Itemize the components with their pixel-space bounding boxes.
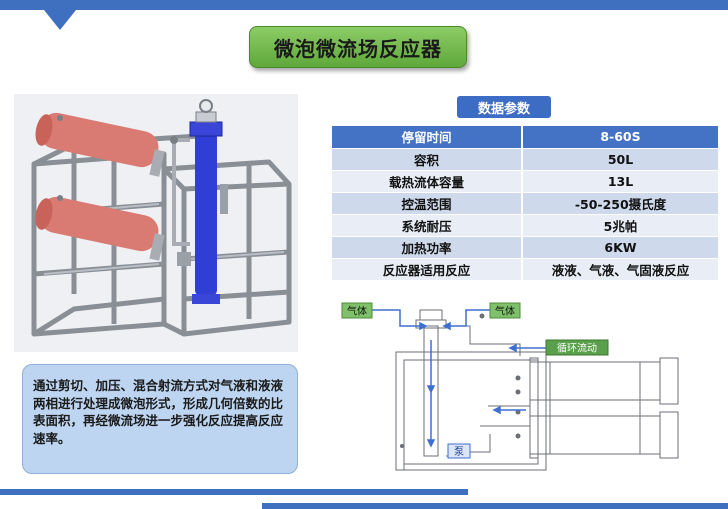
spec-value: 8-60S [521,126,718,148]
spec-table: 停留时间 8-60S 容积 50L 载热流体容量 13L 控温范围 -50-25… [332,126,718,280]
table-row: 载热流体容量 13L [332,169,718,192]
table-row: 加热功率 6KW [332,235,718,258]
spec-value: 13L [521,169,718,192]
spec-key: 载热流体容量 [332,169,522,192]
spec-key: 系统耐压 [332,213,522,236]
spec-key: 反应器适用反应 [332,257,522,280]
spec-value: -50-250摄氏度 [521,191,718,214]
description-text: 通过剪切、加压、混合射流方式对气液和液液两相进行处理成微泡形式，形成几何倍数的比… [33,378,284,446]
pump-label: 泵 [454,446,464,458]
description-box: 通过剪切、加压、混合射流方式对气液和液液两相进行处理成微泡形式，形成几何倍数的比… [22,364,298,474]
data-params-header: 数据参数 [457,96,551,118]
top-accent-triangle [44,10,76,30]
reactor-equipment-image [14,94,298,352]
spec-value: 50L [521,147,718,170]
spec-value: 5兆帕 [521,213,718,236]
process-schematic: 气体 气体 循环流动 泵 [340,296,716,474]
table-row: 容积 50L [332,147,718,170]
gas-right-label: 气体 [495,305,515,318]
spec-key: 加热功率 [332,235,522,258]
table-row: 停留时间 8-60S [332,126,718,148]
spec-key: 容积 [332,147,522,170]
circulation-label: 循环流动 [557,342,597,355]
spec-key: 停留时间 [332,126,522,148]
table-row: 控温范围 -50-250摄氏度 [332,191,718,214]
page-title-box: 微泡微流场反应器 [249,26,467,68]
gas-left-label: 气体 [347,305,367,318]
spec-value: 液液、气液、气固液反应 [521,257,718,280]
bottom-accent-bar [0,489,468,495]
bottom-accent-bar-right [262,503,728,509]
table-row: 系统耐压 5兆帕 [332,213,718,236]
top-accent-bar [0,0,728,10]
table-row: 反应器适用反应 液液、气液、气固液反应 [332,257,718,280]
page-title: 微泡微流场反应器 [274,36,442,61]
spec-key: 控温范围 [332,191,522,214]
spec-value: 6KW [521,235,718,258]
